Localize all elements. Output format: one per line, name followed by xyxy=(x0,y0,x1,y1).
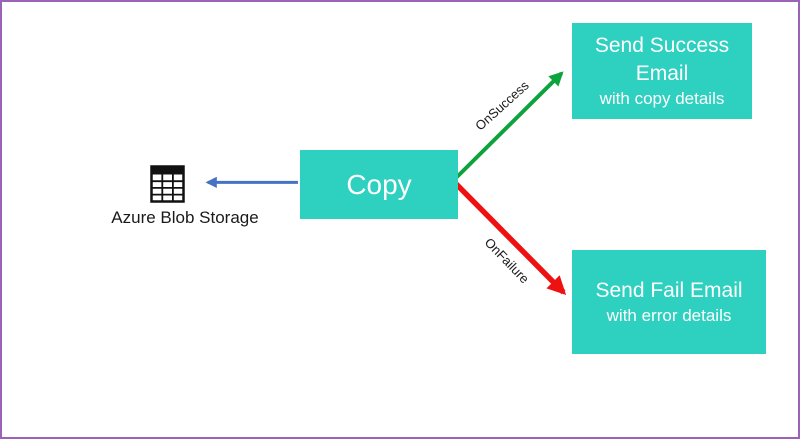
send-fail-email-node: Send Fail Email with error details xyxy=(572,250,766,354)
copy-activity-label: Copy xyxy=(346,168,412,200)
on-failure-edge-label: OnFailure xyxy=(481,234,533,287)
azure-blob-storage-icon xyxy=(150,165,185,203)
on-failure-arrow xyxy=(452,180,567,295)
on-success-edge-label: OnSuccess xyxy=(472,77,532,134)
send-fail-email-title: Send Fail Email xyxy=(595,279,743,303)
send-fail-email-subtitle: with error details xyxy=(606,305,732,325)
send-success-email-title: Send Success Email xyxy=(594,34,730,85)
copy-activity-node: Copy xyxy=(300,150,458,219)
send-success-email-subtitle: with copy details xyxy=(599,88,725,108)
send-success-email-node: Send Success Email with copy details xyxy=(572,23,752,119)
azure-blob-storage-label: Azure Blob Storage xyxy=(111,208,259,227)
